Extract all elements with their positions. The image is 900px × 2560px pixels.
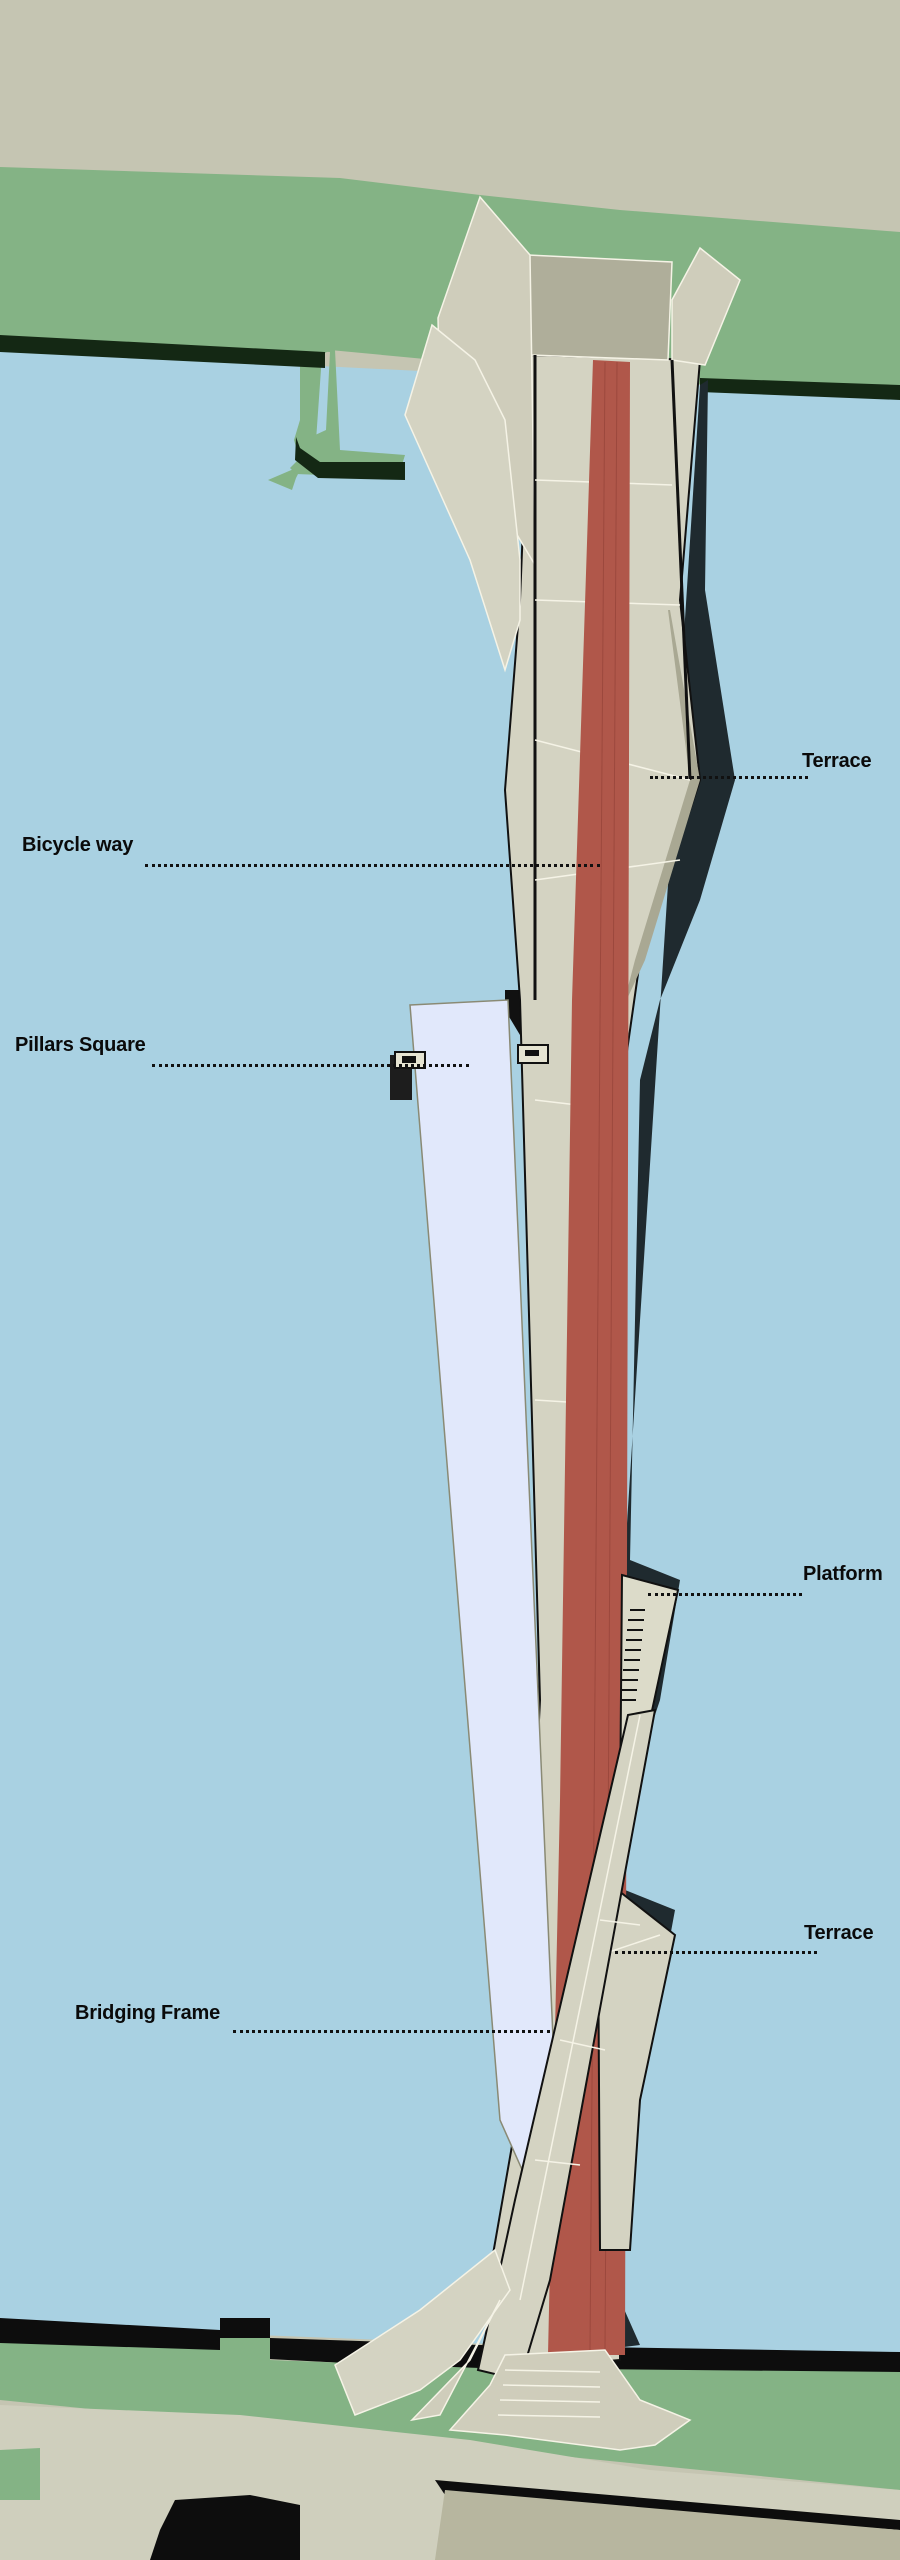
- south-building: [150, 2495, 300, 2560]
- south-bank-grass: [0, 2338, 900, 2490]
- label-pillars-square: Pillars Square: [15, 1034, 146, 1056]
- leader-bridging-frame: [233, 2030, 550, 2033]
- bridging-frame-joints: [519, 1714, 641, 2301]
- leader-platform: [648, 1593, 802, 1596]
- north-fin-left2: [404, 323, 521, 673]
- leader-terrace-south: [615, 1951, 817, 1954]
- south-lot: [435, 2490, 900, 2560]
- deck-shadow-east: [590, 380, 735, 2350]
- north-jetty: [290, 350, 405, 478]
- label-terrace-south: Terrace: [804, 1922, 874, 1944]
- label-bridging-frame: Bridging Frame: [75, 2002, 220, 2024]
- north-bank-edge: [0, 335, 325, 368]
- south-fin-left: [334, 2248, 511, 2416]
- platform-stairs: [620, 1609, 645, 1701]
- pillar-east: [517, 1044, 549, 1064]
- deck-rail-east: [670, 359, 692, 781]
- south-stair-plaza: [448, 2349, 692, 2451]
- leader-bicycle-way: [145, 864, 600, 867]
- north-plaza: [527, 254, 673, 361]
- east-terrace-north: [622, 610, 700, 1010]
- north-fin-right: [671, 246, 741, 366]
- south-grass-patch: [0, 2448, 40, 2500]
- label-terrace-north: Terrace: [802, 750, 872, 772]
- label-bicycle-way: Bicycle way: [22, 834, 134, 856]
- south-stairs: [497, 2369, 601, 2418]
- leader-terrace-north: [650, 776, 808, 779]
- north-jetty-edge: [295, 437, 405, 480]
- south-road-shadow: [435, 2480, 900, 2530]
- north-bank-edge-right: [700, 378, 900, 400]
- leader-pillars-square: [152, 1064, 469, 1067]
- south-fin-left2: [409, 2299, 501, 2422]
- label-platform: Platform: [803, 1563, 883, 1585]
